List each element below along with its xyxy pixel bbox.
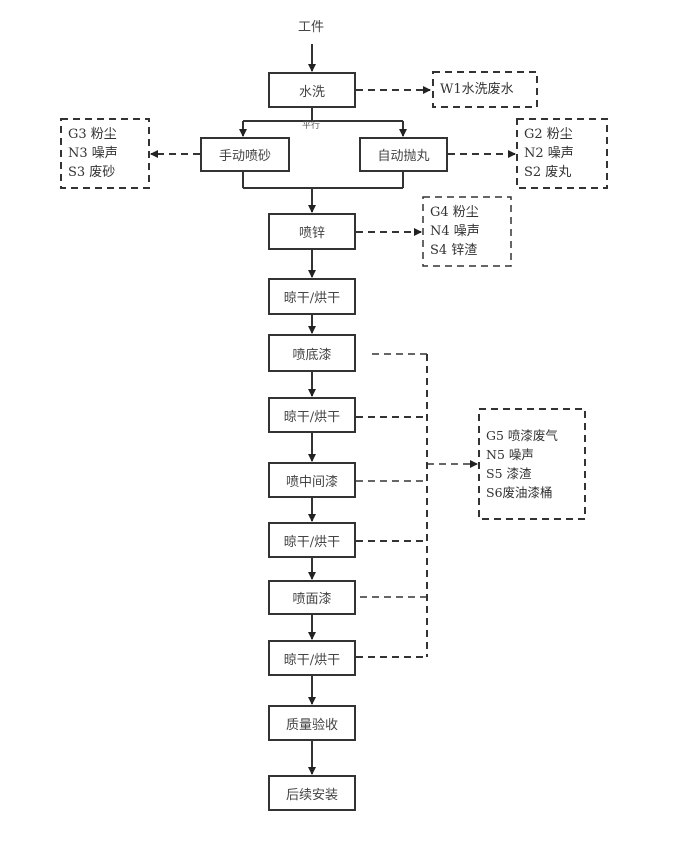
step-topcoat[interactable]: 喷面漆 <box>268 580 356 615</box>
output-g3-line: G3 粉尘 <box>68 127 117 142</box>
output-w1: W1水洗废水 <box>434 73 536 106</box>
output-g4-line: G4 粉尘 <box>430 205 479 220</box>
output-g5-line: N5 噪声 <box>486 447 534 462</box>
output-g3: G3 粉尘 N3 噪声 S3 废砂 <box>62 120 148 187</box>
step-installation-label: 后续安装 <box>285 787 338 803</box>
step-intermediate[interactable]: 喷中间漆 <box>268 462 356 498</box>
step-dry-3[interactable]: 晾干/烘干 <box>268 522 356 558</box>
step-auto-shotblast-label: 自动抛丸 <box>377 149 430 164</box>
step-auto-shotblast[interactable]: 自动抛丸 <box>359 137 448 172</box>
dashed-box-g5 <box>478 408 586 520</box>
dashed-box-w1 <box>432 71 538 108</box>
step-installation[interactable]: 后续安装 <box>268 775 356 811</box>
dashed-box-g2 <box>516 118 608 189</box>
output-g2: G2 粉尘 N2 噪声 S2 废丸 <box>518 120 606 187</box>
input-label: 工件 <box>298 20 325 35</box>
step-zinc-spray[interactable]: 喷锌 <box>268 213 356 250</box>
step-intermediate-label: 喷中间漆 <box>285 474 338 490</box>
step-manual-sandblast-label: 手动喷砂 <box>218 149 271 164</box>
step-dry-3-label: 晾干/烘干 <box>283 534 341 550</box>
output-g4: G4 粉尘 N4 噪声 S4 锌渣 <box>424 198 510 265</box>
output-g5: G5 喷漆废气 N5 噪声 S5 漆渣 S6废油漆桶 <box>480 410 584 518</box>
output-g3-line: N3 噪声 <box>68 146 118 161</box>
step-primer-label: 喷底漆 <box>292 347 332 363</box>
step-dry-2[interactable]: 晾干/烘干 <box>268 397 356 433</box>
step-dry-4[interactable]: 晾干/烘干 <box>268 640 356 676</box>
dashed-box-g3 <box>60 118 150 189</box>
step-zinc-spray-label: 喷锌 <box>298 226 325 241</box>
output-g2-line: S2 废丸 <box>524 165 572 180</box>
step-inspection[interactable]: 质量验收 <box>268 705 356 741</box>
step-wash-label: 水洗 <box>298 84 325 100</box>
step-primer[interactable]: 喷底漆 <box>268 334 356 372</box>
step-manual-sandblast[interactable]: 手动喷砂 <box>200 137 290 172</box>
output-g5-line: S5 漆渣 <box>486 466 532 481</box>
output-g5-line: G5 喷漆废气 <box>486 428 558 443</box>
step-wash[interactable]: 水洗 <box>268 72 356 108</box>
step-dry-1-label: 晾干/烘干 <box>283 291 341 306</box>
parallel-label: 平行 <box>302 121 321 131</box>
dashed-box-g4 <box>422 196 512 267</box>
output-g2-line: N2 噪声 <box>524 146 574 161</box>
step-topcoat-label: 喷面漆 <box>292 592 332 607</box>
step-dry-2-label: 晾干/烘干 <box>283 409 341 425</box>
step-dry-4-label: 晾干/烘干 <box>283 652 341 668</box>
output-g2-line: G2 粉尘 <box>524 127 573 142</box>
output-g4-line: N4 噪声 <box>430 224 480 239</box>
step-inspection-label: 质量验收 <box>285 717 338 733</box>
step-dry-1[interactable]: 晾干/烘干 <box>268 278 356 315</box>
output-g5-line: S6废油漆桶 <box>486 485 553 500</box>
output-g4-line: S4 锌渣 <box>430 243 478 258</box>
output-w1-line: W1水洗废水 <box>440 82 514 97</box>
output-g3-line: S3 废砂 <box>68 165 116 180</box>
